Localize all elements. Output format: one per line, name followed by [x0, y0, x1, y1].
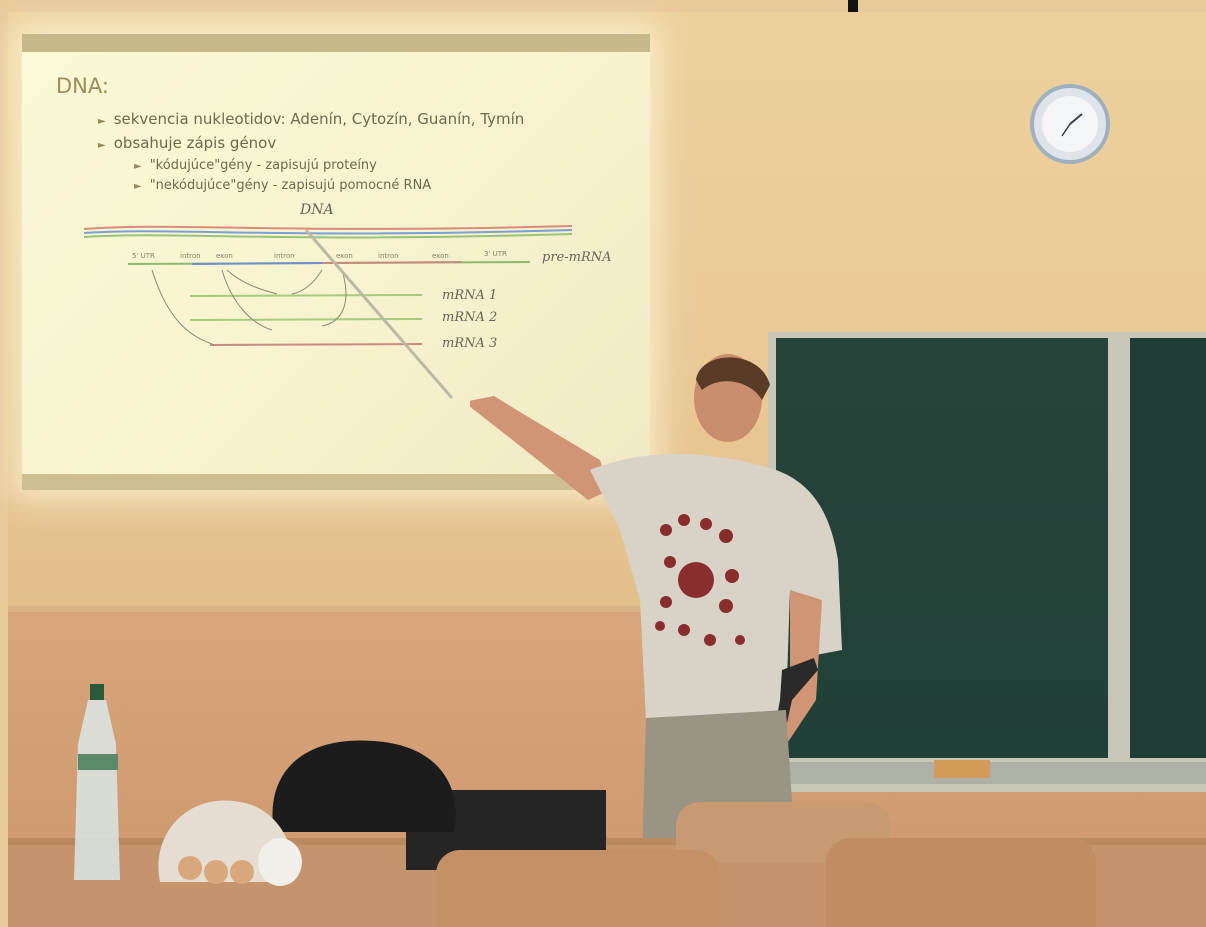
chair-back [826, 838, 1096, 927]
board-eraser [934, 760, 990, 778]
bullet-1: ►sekvencia nukleotidov: Adenín, Cytozín,… [98, 110, 525, 128]
blackboard-panel-right [1130, 338, 1206, 758]
plastic-bag [158, 800, 302, 886]
tshirt-print [655, 514, 745, 646]
water-bottle [74, 684, 120, 880]
segment-label: exon [216, 252, 233, 260]
bullet-2: ►obsahuje zápis génov [98, 134, 277, 152]
wall-stripe [8, 606, 1206, 614]
presenter-hair [696, 357, 770, 400]
pre-mrna-label: pre-mRNA [542, 250, 612, 265]
slide-footer-bar [22, 474, 650, 490]
projected-slide: DNA: ►sekvencia nukleotidov: Adenín, Cyt… [22, 34, 650, 490]
dna-label: DNA [300, 202, 334, 218]
segment-label: intron [180, 252, 201, 260]
mrna-3-label: mRNA 3 [442, 336, 498, 351]
gene-splicing-diagram [83, 225, 573, 399]
mrna-1-label: mRNA 1 [442, 288, 498, 303]
sub-bullet-1-text: "kódujúce"gény - zapisujú proteíny [149, 158, 377, 173]
bullet-1-text: sekvencia nukleotidov: Adenín, Cytozín, … [113, 110, 525, 128]
segment-label: 5' UTR [132, 252, 155, 260]
black-bag [272, 740, 456, 832]
sub-bullet-1: ►"kódujúce"gény - zapisujú proteíny [134, 158, 377, 173]
mrna-2-label: mRNA 2 [442, 310, 498, 325]
sub-bullet-2: ►"nekódujúce"gény - zapisujú pomocné RNA [134, 178, 432, 193]
top-edge-mark [848, 0, 858, 14]
segment-label: exon [432, 252, 449, 260]
sub-bullet-2-text: "nekódujúce"gény - zapisujú pomocné RNA [149, 178, 432, 193]
chair-back [436, 850, 720, 927]
desk-edge [8, 838, 1206, 848]
presenter [470, 354, 842, 860]
segment-label: intron [378, 252, 399, 260]
clock-face [1042, 96, 1098, 152]
clock-hands [1061, 113, 1083, 137]
slide-header-bar [22, 34, 650, 52]
segment-label: intron [274, 252, 295, 260]
bullet-2-text: obsahuje zápis génov [113, 134, 277, 152]
presenter-arm [470, 396, 610, 500]
segment-label: exon [336, 252, 353, 260]
slide-title: DNA: [56, 74, 109, 98]
wall-clock-icon [1030, 84, 1110, 164]
presenter-tshirt [590, 453, 842, 720]
segment-label: 3' UTR [484, 250, 507, 258]
